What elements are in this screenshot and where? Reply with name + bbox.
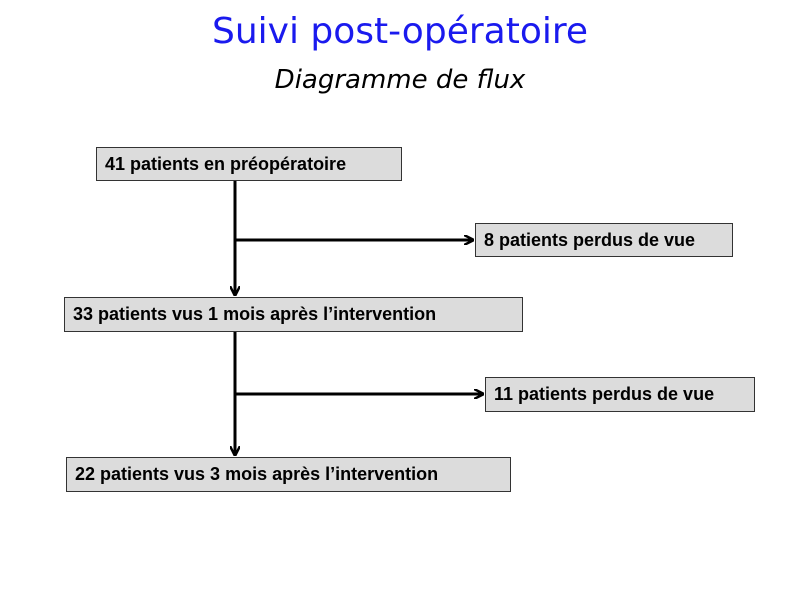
flow-box-1-month: 33 patients vus 1 mois après l’intervent…: [64, 297, 523, 332]
flow-box-preop: 41 patients en préopératoire: [96, 147, 402, 181]
page-subtitle: Diagramme de flux: [274, 65, 526, 95]
page-title: Suivi post-opératoire: [211, 11, 588, 52]
flow-box-3-month: 22 patients vus 3 mois après l’intervent…: [66, 457, 511, 492]
flow-box-lost-2: 11 patients perdus de vue: [485, 377, 755, 412]
flow-box-lost-1: 8 patients perdus de vue: [475, 223, 733, 257]
